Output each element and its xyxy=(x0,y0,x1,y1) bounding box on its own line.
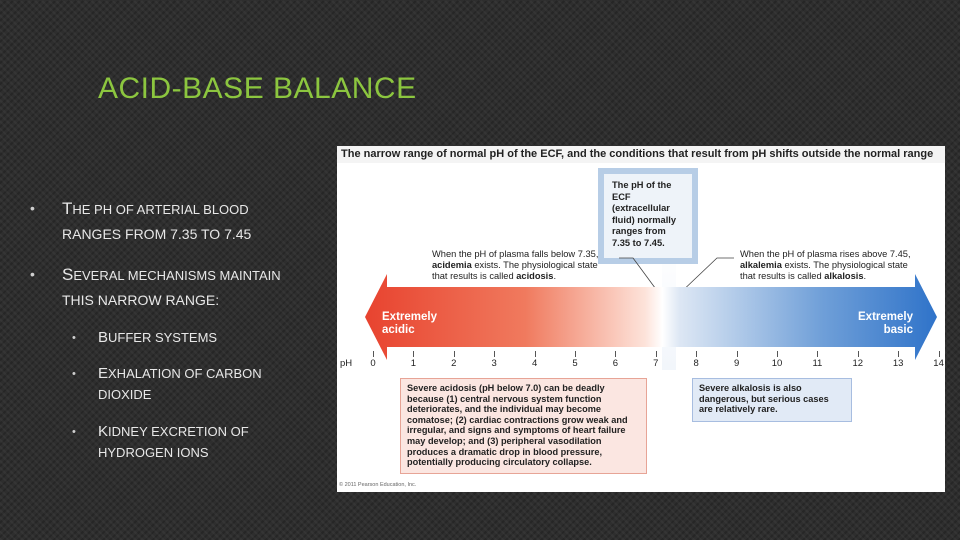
ph-tick xyxy=(857,351,859,357)
bullet-glyph: • xyxy=(30,266,35,282)
severe-acidosis-box: Severe acidosis (pH below 7.0) can be de… xyxy=(400,378,647,474)
ph-tick xyxy=(615,351,617,357)
bullet-text: UFFER SYSTEMS xyxy=(108,330,218,345)
acidemia-pointer xyxy=(619,257,662,297)
ph-tick xyxy=(736,351,738,357)
bullet-text-continued: THIS NARROW RANGE: xyxy=(62,292,220,308)
note-pointers xyxy=(619,257,734,297)
slide-title: ACID-BASE BALANCE xyxy=(98,72,417,105)
ph-tick-label: 5 xyxy=(572,358,578,369)
figure-title: The narrow range of normal pH of the ECF… xyxy=(337,146,945,163)
note-text: When the pH of plasma rises above 7.45, xyxy=(740,249,911,259)
bullet-glyph: • xyxy=(72,332,76,344)
ph-tick xyxy=(817,351,819,357)
ph-tick-label: 4 xyxy=(531,358,538,369)
alkalemia-note: When the pH of plasma rises above 7.45, … xyxy=(740,249,912,282)
copyright-note: © 2011 Pearson Education, Inc. xyxy=(339,482,417,488)
ph-tick xyxy=(655,351,657,357)
bullet-item: • SEVERAL MECHANISMS MAINTAIN THIS NARRO… xyxy=(30,262,340,312)
ph-tick xyxy=(453,351,455,357)
bullet-lead: K xyxy=(98,423,109,440)
note-text: . xyxy=(553,271,557,281)
bullet-glyph: • xyxy=(72,368,76,380)
ph-tick-label: 10 xyxy=(771,358,783,369)
ph-tick-label: 3 xyxy=(491,358,497,369)
ph-tick xyxy=(575,351,576,357)
ph-tick xyxy=(938,351,940,357)
ph-tick-label: 12 xyxy=(852,358,864,369)
extremely-acidic-label: Extremely acidic xyxy=(382,311,437,336)
ecf-normal-range-box: The pH of the ECF (extracellular fluid) … xyxy=(598,168,698,264)
note-text: exists. The physiological state that res… xyxy=(432,260,598,281)
bullet-list: • THE PH OF ARTERIAL BLOOD RANGES FROM 7… xyxy=(30,196,340,464)
ph-arrow-graphic xyxy=(365,274,937,360)
alkalemia-pointer xyxy=(676,257,734,297)
ph-axis-label: pH xyxy=(340,358,353,369)
bullet-text: EVERAL MECHANISMS MAINTAIN xyxy=(73,268,281,283)
ph-range-figure: The narrow range of normal pH of the ECF… xyxy=(337,146,945,492)
sub-bullet-item: • BUFFER SYSTEMS xyxy=(30,328,340,348)
ph-tick-label: 6 xyxy=(612,358,619,369)
bullet-lead: B xyxy=(98,329,109,346)
ph-tick-label: 8 xyxy=(693,358,699,369)
ph-tick-label: 2 xyxy=(451,358,457,369)
bullet-text-continued: RANGES FROM 7.35 TO 7.45 xyxy=(62,226,252,242)
arrow-shape xyxy=(365,274,937,360)
note-text: When the pH of plasma falls below 7.35, xyxy=(432,249,599,259)
acidosis-term: acidosis xyxy=(516,271,554,281)
sub-bullet-item: • KIDNEY EXCRETION OF HYDROGEN IONS xyxy=(30,422,340,464)
extremely-basic-label: Extremely basic xyxy=(858,311,913,336)
note-text: exists. The physiological state that res… xyxy=(740,260,908,281)
acidemia-note: When the pH of plasma falls below 7.35, … xyxy=(432,249,602,282)
acidemia-term: acidemia xyxy=(432,260,472,270)
alkalemia-term: alkalemia xyxy=(740,260,782,270)
bullet-glyph: • xyxy=(30,200,35,216)
ph-tick xyxy=(696,351,698,357)
ph-tick-label: 13 xyxy=(892,358,904,369)
bullet-item: • THE PH OF ARTERIAL BLOOD RANGES FROM 7… xyxy=(30,196,340,246)
bullet-lead: T xyxy=(62,199,73,218)
bullet-glyph: • xyxy=(72,426,76,438)
ph-tick xyxy=(534,351,536,357)
alkalosis-term: alkalosis xyxy=(824,271,864,281)
ph-tick-label: 1 xyxy=(410,358,417,369)
ph-tick-label: 11 xyxy=(812,358,823,369)
ph-tick xyxy=(413,351,415,357)
bullet-lead: E xyxy=(98,365,109,382)
ph-gradient-arrow: Extremely acidic Extremely basic xyxy=(365,274,937,360)
bullet-text: HE PH OF ARTERIAL BLOOD xyxy=(72,202,249,217)
note-text: . xyxy=(863,271,867,281)
bullet-text: IDNEY EXCRETION OF xyxy=(108,424,249,439)
ph-tick-label: 0 xyxy=(370,358,376,369)
severe-alkalosis-box: Severe alkalosis is also dangerous, but … xyxy=(692,378,852,422)
bullet-text: XHALATION OF CARBON xyxy=(108,366,262,381)
ph-tick-label: 7 xyxy=(653,358,659,369)
ph-tick xyxy=(494,351,496,357)
ph-tick xyxy=(898,351,900,357)
bullet-text-continued: DIOXIDE xyxy=(98,387,152,402)
sub-bullet-item: • EXHALATION OF CARBON DIOXIDE xyxy=(30,364,340,406)
bullet-lead: S xyxy=(62,265,74,284)
ph-tick xyxy=(373,351,374,357)
ph-tick xyxy=(777,351,778,357)
ph-tick-label: 9 xyxy=(733,358,740,369)
ph-tick-label: 14 xyxy=(933,358,944,369)
bullet-text-continued: HYDROGEN IONS xyxy=(98,445,209,460)
